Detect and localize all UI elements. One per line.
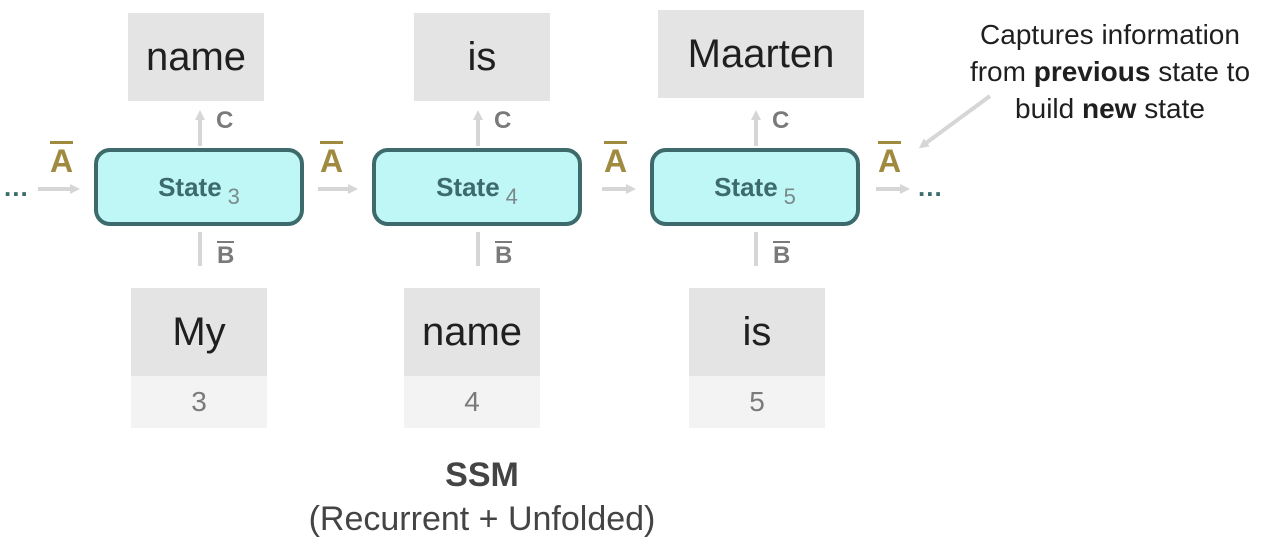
- input-box-1: My: [131, 288, 267, 376]
- a-bar-label-4: A: [878, 141, 902, 179]
- annotation-text: Captures information from previous state…: [940, 16, 1280, 127]
- caption-title: SSM: [445, 456, 519, 494]
- position-box-3: 5: [689, 376, 825, 428]
- c-label-1: C: [216, 107, 234, 134]
- output-box-3: Maarten: [658, 10, 864, 98]
- b-bar-label-1: B: [217, 241, 235, 269]
- c-label-3: C: [772, 107, 790, 134]
- annotation-line-1: Captures information: [980, 19, 1240, 50]
- state-label: State: [158, 171, 222, 202]
- annotation-line-2: from previous state to: [969, 56, 1251, 87]
- annotation-line-3: build new state: [1015, 93, 1205, 124]
- state-index: 4: [505, 184, 518, 209]
- continuation-right: ...: [918, 172, 943, 202]
- position-box-1: 3: [131, 376, 267, 428]
- input-box-2: name: [404, 288, 540, 376]
- continuation-left: ...: [4, 172, 29, 202]
- c-label-2: C: [494, 107, 512, 134]
- state-label: State: [436, 171, 500, 202]
- output-box-2: is: [414, 13, 550, 101]
- state-label: State: [714, 171, 778, 202]
- a-bar-label-2: A: [320, 141, 344, 179]
- a-bar-label-1: A: [50, 141, 74, 179]
- position-box-2: 4: [404, 376, 540, 428]
- b-bar-label-3: B: [773, 241, 791, 269]
- annotation-pointer: [918, 94, 992, 149]
- output-box-1: name: [128, 13, 264, 101]
- a-bar-label-3: A: [604, 141, 628, 179]
- state-index: 5: [783, 184, 796, 209]
- caption-subtitle: (Recurrent + Unfolded): [308, 500, 656, 538]
- input-box-3: is: [689, 288, 825, 376]
- state-index: 3: [227, 184, 240, 209]
- b-bar-label-2: B: [495, 241, 513, 269]
